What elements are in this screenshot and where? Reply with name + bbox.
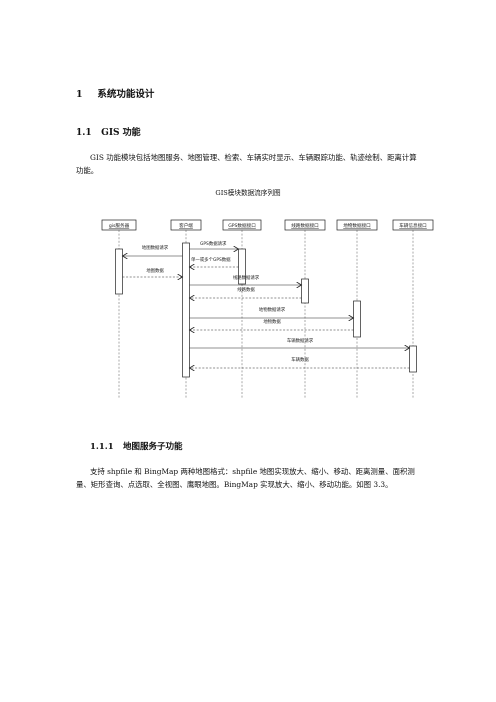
subsubsection-heading: 1.1.1 地图服务子功能 — [90, 440, 182, 452]
participant-0: gis服务器 — [101, 219, 137, 231]
participant-2: GPS数据接口 — [222, 219, 262, 231]
activation-bar — [409, 345, 417, 373]
subsection-title: GIS 功能 — [101, 128, 141, 138]
subsubsection-title: 地图服务子功能 — [122, 442, 183, 452]
section-number: 1 — [76, 89, 83, 100]
message-0: 地图数据请求 — [123, 244, 183, 256]
activation-bar — [115, 248, 123, 295]
participant-5: 车辆信息接口 — [392, 219, 434, 231]
subsubsection-number: 1.1.1 — [90, 442, 114, 452]
participant-3: 线路数据接口 — [284, 219, 326, 231]
message-label: 车辆数据请求 — [287, 337, 314, 344]
message-label: 地图数据请求 — [142, 244, 169, 251]
message-label: 地图数据 — [146, 267, 164, 274]
intro-paragraph: GIS 功能模块包括地图服务、地图管理、检索、车辆实时显示、车辆跟踪功能、轨迹绘… — [76, 153, 417, 175]
participant-label: 地物数据接口 — [343, 222, 371, 229]
message-6: 地物数据请求 — [189, 306, 354, 318]
subsection-heading: 1.1 GIS 功能 — [76, 125, 141, 138]
participant-label: 线路数据接口 — [291, 222, 319, 229]
participant-label: 车辆信息接口 — [399, 222, 427, 229]
message-1: GPS数据请求 — [189, 240, 239, 249]
message-8: 车辆数据请求 — [189, 337, 410, 348]
message-3: 地图数据 — [122, 267, 183, 277]
section-heading: 1 系统功能设计 — [76, 86, 154, 100]
message-4: 线路数据请求 — [189, 274, 302, 285]
message-7: 地物数据 — [190, 318, 354, 330]
activation-bar — [238, 248, 246, 285]
message-label: 车辆数据 — [291, 356, 309, 363]
message-label: 线路数据请求 — [233, 274, 260, 281]
message-2: 单一或多个GPS数据 — [190, 256, 239, 267]
participant-label: gis服务器 — [109, 222, 130, 229]
message-label: 地物数据 — [263, 318, 281, 325]
participant-label: GPS数据接口 — [228, 222, 256, 229]
activation-bar — [353, 300, 361, 338]
body-paragraph: 支持 shpfile 和 BingMap 两种地图格式：shpfile 地图实现… — [76, 467, 415, 489]
subsection-number: 1.1 — [76, 128, 92, 138]
message-label: 线路数据 — [237, 286, 255, 293]
section-title: 系统功能设计 — [97, 89, 155, 100]
participant-1: 客户端 — [170, 219, 202, 231]
message-9: 车辆数据 — [190, 356, 410, 368]
diagram-caption: GIS模块数据流序列图 — [215, 189, 281, 197]
message-label: 地物数据请求 — [259, 306, 286, 313]
participant-4: 地物数据接口 — [336, 219, 378, 231]
participant-label: 客户端 — [179, 222, 193, 229]
message-label: GPS数据请求 — [200, 240, 227, 247]
activation-bar — [182, 242, 190, 378]
message-label: 单一或多个GPS数据 — [191, 256, 231, 263]
activation-bar — [301, 278, 309, 304]
message-5: 线路数据 — [190, 286, 302, 298]
